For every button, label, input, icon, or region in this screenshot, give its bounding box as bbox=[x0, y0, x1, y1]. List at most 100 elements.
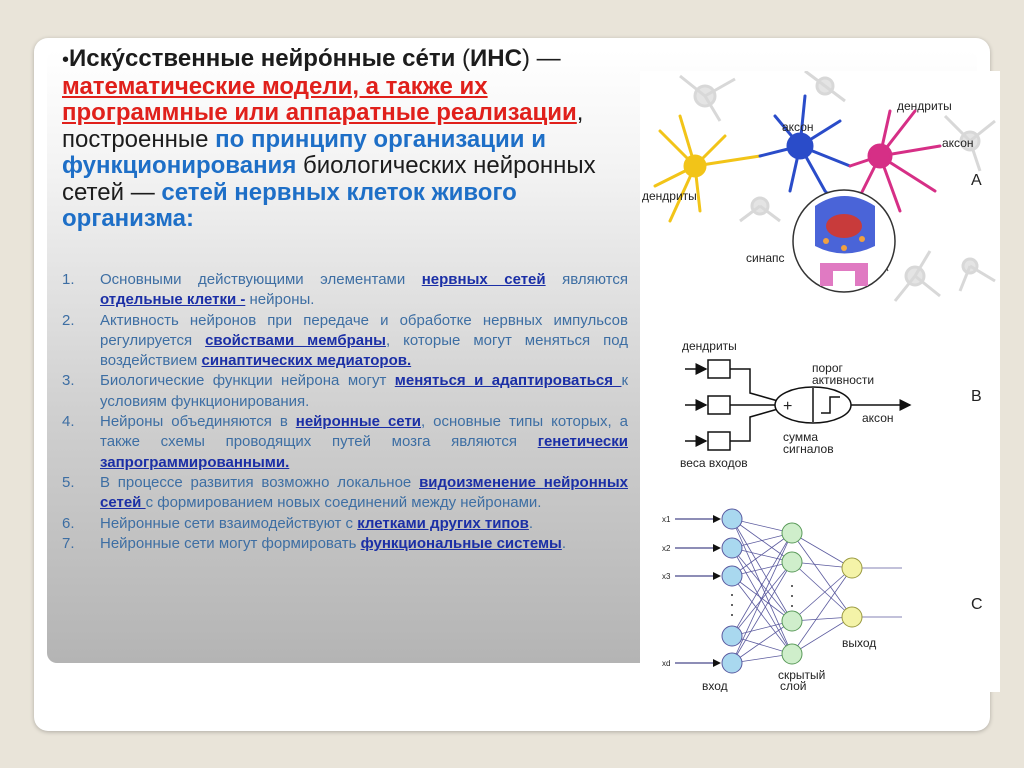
ellipsis-dots bbox=[731, 585, 793, 616]
label-output: выход bbox=[842, 636, 876, 650]
item-text: Биологические функции нейрона могут bbox=[100, 372, 395, 390]
yellow-neuron bbox=[653, 114, 762, 223]
label-axon-middle: аксон bbox=[782, 120, 814, 134]
abbr-text: ИНС bbox=[470, 45, 522, 72]
item-number: 5. bbox=[62, 473, 75, 491]
input-node bbox=[721, 652, 743, 674]
term-title: Иску́сственные нейро́нные се́ти bbox=[69, 45, 456, 72]
hidden-node bbox=[781, 551, 803, 573]
input-arrows bbox=[675, 515, 721, 667]
item-number: 7. bbox=[62, 534, 75, 552]
item-text: нейроны. bbox=[245, 291, 315, 309]
item-text: Нейронные сети взаимодействуют с bbox=[100, 514, 358, 532]
output-node bbox=[841, 557, 863, 579]
item-link[interactable]: отдельные клетки - bbox=[100, 291, 246, 309]
part-c-network-diagram: x1 x2 x3 xd выход вход скрытый слой C bbox=[662, 508, 983, 692]
item-text: В процессе развития возможно локальное bbox=[100, 473, 420, 491]
biological-text: биологических нейронных сетей — bbox=[62, 152, 596, 206]
label-axon-b: аксон bbox=[862, 411, 894, 425]
item-text: к условиям функционирования. bbox=[100, 372, 628, 410]
list-item: 5. В процессе развития возможно локальное… bbox=[62, 473, 628, 514]
item-number: 4. bbox=[62, 413, 75, 431]
label-dendrites-right: дендриты bbox=[897, 99, 952, 113]
item-link[interactable]: видоизменение нейронных сетей bbox=[100, 473, 628, 512]
label-sum-2: сигналов bbox=[783, 442, 834, 456]
item-link[interactable]: генетически запрограммированными. bbox=[100, 433, 628, 471]
label-sum-1: сумма bbox=[783, 430, 818, 444]
magenta-neuron bbox=[848, 109, 942, 213]
item-number: 2. bbox=[62, 311, 75, 329]
bullet-marker: • bbox=[62, 49, 70, 71]
list-item: 3. Биологические функции нейрона могут ме… bbox=[62, 371, 628, 412]
principle-text: по принципу организации и функционирован… bbox=[62, 125, 546, 179]
item-text: с формированием новых соединений между н… bbox=[145, 494, 542, 512]
item-text: , которые могут меняться под воздействие… bbox=[100, 331, 628, 370]
blue-neuron bbox=[758, 94, 852, 208]
figure-letter-c: C bbox=[971, 596, 983, 613]
neural-figure-panel: дендриты аксон дендриты аксон синапс A д… bbox=[640, 71, 1000, 692]
input-node bbox=[721, 565, 743, 587]
label-threshold-2: активности bbox=[812, 373, 874, 387]
item-number: 1. bbox=[62, 271, 75, 288]
item-link[interactable]: меняться и адаптироваться bbox=[394, 372, 622, 390]
label-synapse: синапс bbox=[746, 251, 785, 265]
item-text: Основными действующими элементами bbox=[100, 271, 422, 288]
item-link[interactable]: клетками других типов bbox=[357, 514, 529, 532]
label-x2: x2 bbox=[662, 544, 671, 553]
hidden-node bbox=[781, 522, 803, 544]
label-dendrites-left: дендриты bbox=[642, 189, 697, 203]
label-input: вход bbox=[702, 679, 728, 692]
label-axon-right: аксон bbox=[942, 136, 974, 150]
list-item: 6. Нейронные сети взаимодействуют с клетк… bbox=[62, 514, 628, 534]
label-threshold-1: порог bbox=[812, 361, 844, 375]
input-layer-nodes bbox=[721, 508, 743, 674]
list-item: 4. Нейроны объединяются в нейронные сети,… bbox=[62, 412, 628, 473]
item-text: Нейронные сети могут формировать bbox=[100, 534, 361, 552]
label-hidden-1: скрытый bbox=[778, 668, 825, 682]
input-node bbox=[721, 625, 743, 647]
item-link[interactable]: функциональные системы bbox=[360, 534, 562, 552]
nerve-cells-text: сетей нервных клеток живого организма: bbox=[62, 178, 517, 232]
item-text: Нейроны объединяются в bbox=[100, 413, 296, 431]
hidden-node bbox=[781, 610, 803, 632]
item-link[interactable]: свойствами мембраны bbox=[205, 331, 386, 349]
definition-red-link[interactable]: математические модели, а также их програ… bbox=[62, 72, 577, 126]
output-layer-nodes bbox=[841, 557, 863, 628]
intro-definition: •Иску́сственные нейро́нные се́ти (ИНС) —… bbox=[62, 45, 634, 233]
hidden-layer-nodes bbox=[781, 522, 803, 665]
item-text: , основные типы которых, а также схемы п… bbox=[100, 413, 628, 451]
output-node bbox=[841, 606, 863, 628]
item-text: . bbox=[561, 534, 567, 552]
item-text: . bbox=[528, 514, 534, 532]
list-item: 7. Нейронные сети могут формировать функц… bbox=[62, 534, 628, 554]
label-x3: x3 bbox=[662, 572, 671, 581]
dash-text: — bbox=[529, 45, 561, 72]
item-link[interactable]: нейронные сети bbox=[295, 413, 422, 431]
list-item: 2. Активность нейронов при передаче и обр… bbox=[62, 311, 628, 372]
item-number: 6. bbox=[62, 514, 75, 532]
neural-figure-svg: дендриты аксон дендриты аксон синапс A д… bbox=[642, 71, 996, 692]
figure-letter-a: A bbox=[971, 172, 982, 189]
input-node bbox=[721, 508, 743, 530]
label-input-weights: веса входов bbox=[680, 456, 748, 470]
label-hidden-2: слой bbox=[780, 679, 807, 692]
sum-plus-sign: + bbox=[783, 398, 792, 415]
item-text: Активность нейронов при передаче и обраб… bbox=[100, 311, 628, 349]
abbr-open: ( bbox=[462, 45, 471, 72]
label-dendrites-b: дендриты bbox=[682, 339, 737, 353]
built-text: , построенные bbox=[62, 99, 584, 153]
part-b-neuron-model: дендриты порог активности + аксон сумма … bbox=[680, 339, 982, 470]
network-connections bbox=[731, 518, 902, 664]
list-item: 1. Основными действующими элементами нерв… bbox=[62, 270, 628, 311]
faded-background-neurons bbox=[679, 71, 996, 302]
label-xd: xd bbox=[662, 659, 670, 668]
hidden-node bbox=[781, 643, 803, 665]
item-link[interactable]: нервных сетей bbox=[421, 271, 546, 288]
figure-letter-b: B bbox=[971, 388, 982, 405]
numbered-points-list: 1. Основными действующими элементами нерв… bbox=[62, 270, 628, 554]
part-a-neurons-illustration: дендриты аксон дендриты аксон синапс A bbox=[642, 71, 996, 302]
item-number: 3. bbox=[62, 372, 75, 390]
input-node bbox=[721, 537, 743, 559]
item-text: являются bbox=[545, 271, 628, 288]
item-link[interactable]: синаптических медиаторов. bbox=[201, 352, 412, 370]
